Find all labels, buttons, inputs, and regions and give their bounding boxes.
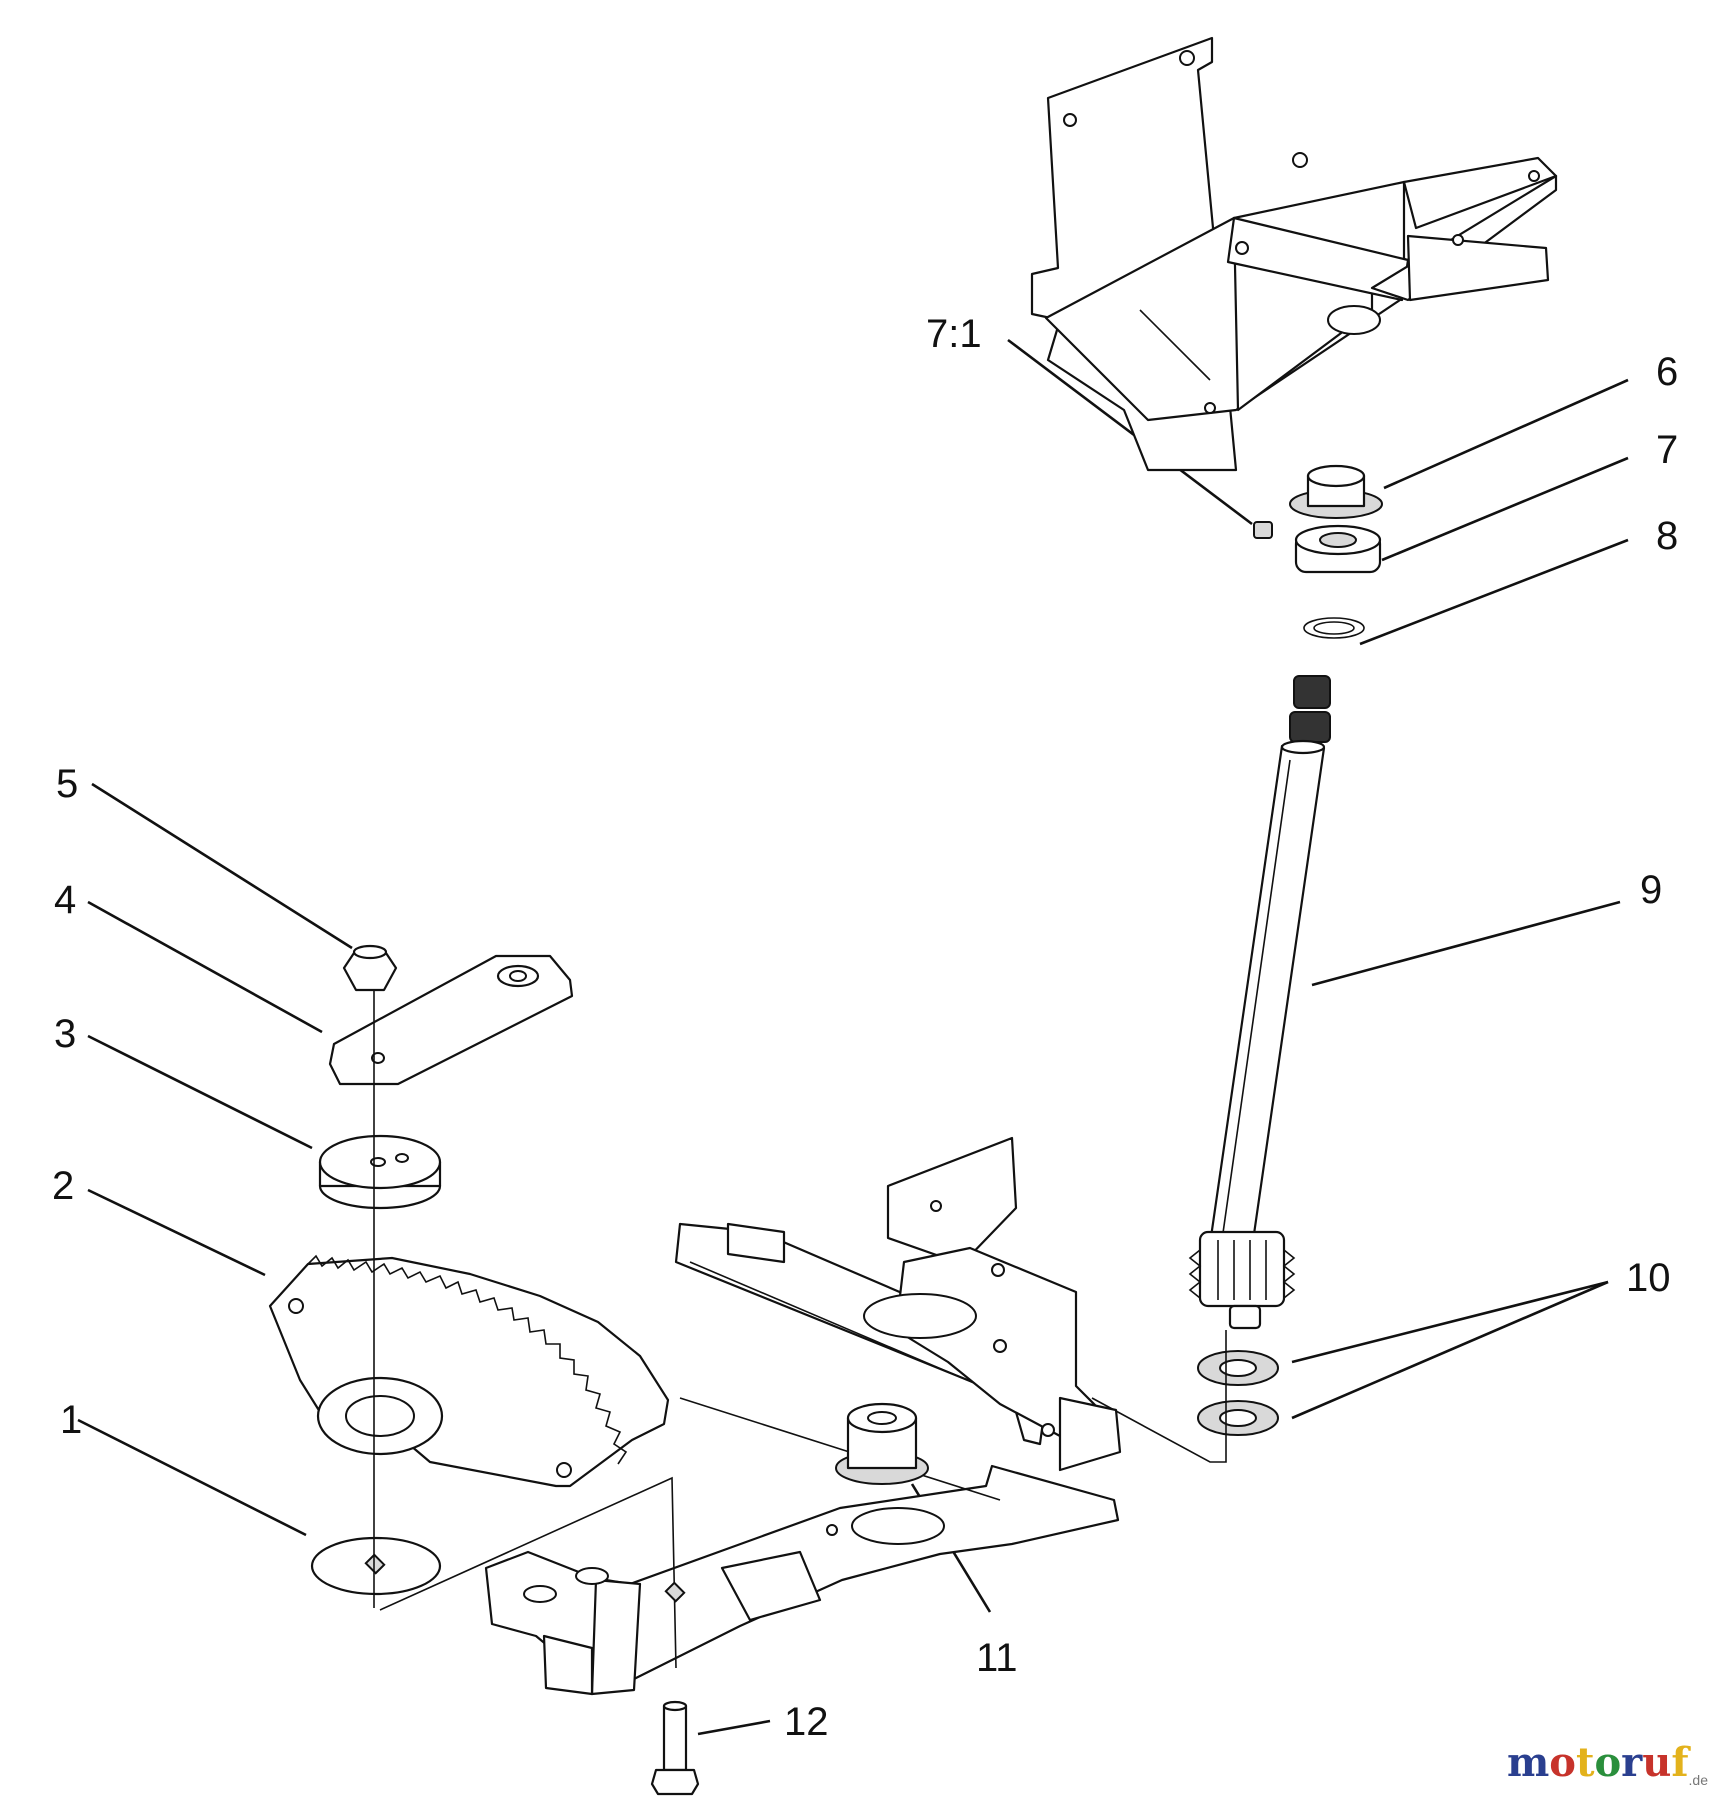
bracket-guide-line	[379, 1476, 677, 1669]
square-hole	[664, 1581, 686, 1603]
guide-arm	[674, 1222, 1050, 1446]
callout-4: 4	[54, 878, 77, 922]
callout-7: 7	[1656, 428, 1679, 472]
callout-12: 12	[784, 1700, 829, 1744]
bearing-7	[1294, 524, 1382, 574]
upper-support-bracket	[863, 1136, 1122, 1472]
callout-1: 1	[60, 1398, 83, 1442]
steering-shaft-9	[1208, 675, 1331, 1250]
shaft-center-line	[1091, 1330, 1227, 1463]
lock-nut-5	[342, 944, 398, 992]
washers-10	[1197, 1350, 1279, 1436]
callout-3: 3	[54, 1012, 77, 1056]
callout-7-1: 7:1	[926, 312, 982, 356]
bolt-12	[650, 1700, 700, 1796]
callout-11: 11	[976, 1636, 1018, 1680]
callout-10: 10	[1626, 1256, 1671, 1300]
bushing-6	[1289, 464, 1383, 519]
pinion-gear	[1188, 1230, 1296, 1330]
steering-support-bracket	[1030, 36, 1558, 472]
grease-fitting-7-1	[1253, 521, 1273, 539]
watermark-logo: motoruf.de	[1507, 1739, 1708, 1788]
washer-1	[310, 1536, 442, 1596]
watermark-suffix: .de	[1688, 1772, 1708, 1788]
callout-6: 6	[1656, 350, 1679, 394]
callout-5: 5	[56, 762, 79, 806]
callout-9: 9	[1640, 868, 1663, 912]
callout-2: 2	[52, 1164, 75, 1208]
bushing-11	[835, 1402, 929, 1485]
retaining-ring-8	[1303, 617, 1365, 639]
gear-sector-2	[268, 1254, 670, 1488]
plate-4	[328, 954, 574, 1086]
callout-8: 8	[1656, 514, 1679, 558]
watermark-text: motoruf	[1506, 1739, 1689, 1786]
steering-base-bracket	[484, 1397, 1120, 1696]
spacer-3	[318, 1134, 442, 1210]
